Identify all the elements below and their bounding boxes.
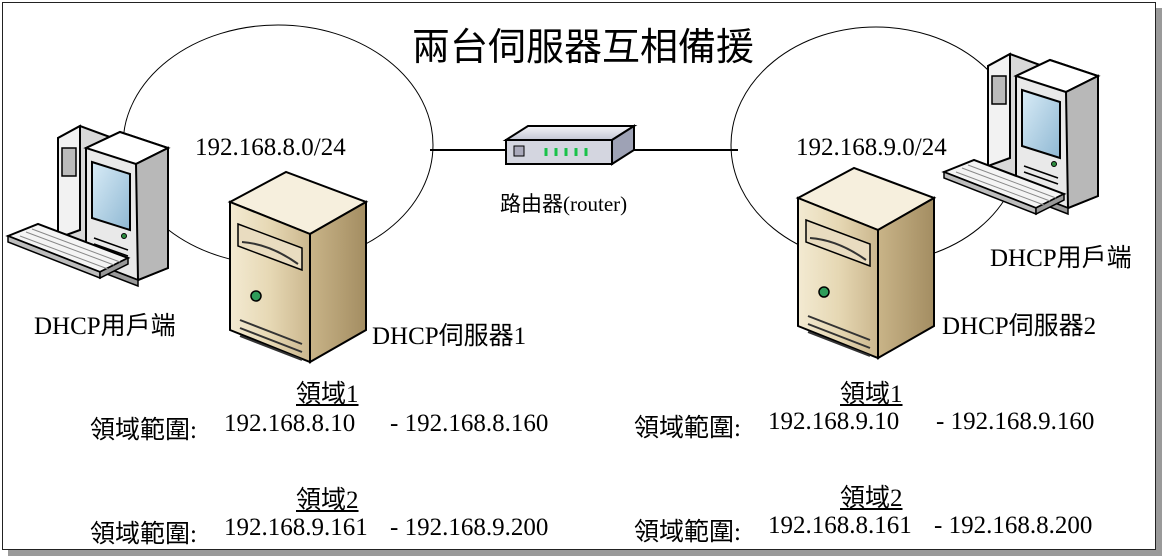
left-scope2-end: - 192.168.9.200 xyxy=(390,514,549,541)
right-scope1-end: - 192.168.9.160 xyxy=(936,408,1095,435)
right-scope2-title: 領域2 xyxy=(840,485,903,512)
left-subnet-label: 192.168.8.0/24 xyxy=(195,134,346,161)
left-scope1-end: - 192.168.8.160 xyxy=(390,410,549,437)
left-scope2-range-label: 領域範圍: xyxy=(90,521,197,548)
right-server-label: DHCP伺服器2 xyxy=(942,313,1097,340)
left-scope1-title: 領域1 xyxy=(296,381,359,408)
left-scope2-start: 192.168.9.161 xyxy=(224,514,368,541)
diagram-title: 兩台伺服器互相備援 xyxy=(411,27,754,69)
right-scope1-title: 領域1 xyxy=(840,381,903,408)
right-scope1-range-label: 領域範圍: xyxy=(634,415,741,442)
left-scope2-title: 領域2 xyxy=(296,487,359,514)
left-server-label: DHCP伺服器1 xyxy=(372,323,527,350)
left-scope1-start: 192.168.8.10 xyxy=(224,410,356,437)
router-icon xyxy=(502,124,638,166)
router-label: 路由器(router) xyxy=(500,192,628,216)
right-client-label: DHCP用戶端 xyxy=(990,245,1132,272)
right-scope2-range-label: 領域範圍: xyxy=(634,519,741,546)
left-server-icon xyxy=(229,171,367,363)
right-scope1-start: 192.168.9.10 xyxy=(768,408,900,435)
left-client-label: DHCP用戶端 xyxy=(34,313,176,340)
right-subnet-label: 192.168.9.0/24 xyxy=(796,134,947,161)
diagram-frame xyxy=(2,2,1156,550)
left-scope1-range-label: 領域範圍: xyxy=(90,417,197,444)
right-scope2-start: 192.168.8.161 xyxy=(768,512,912,539)
right-server-icon xyxy=(797,167,935,359)
right-scope2-end: - 192.168.8.200 xyxy=(934,512,1093,539)
